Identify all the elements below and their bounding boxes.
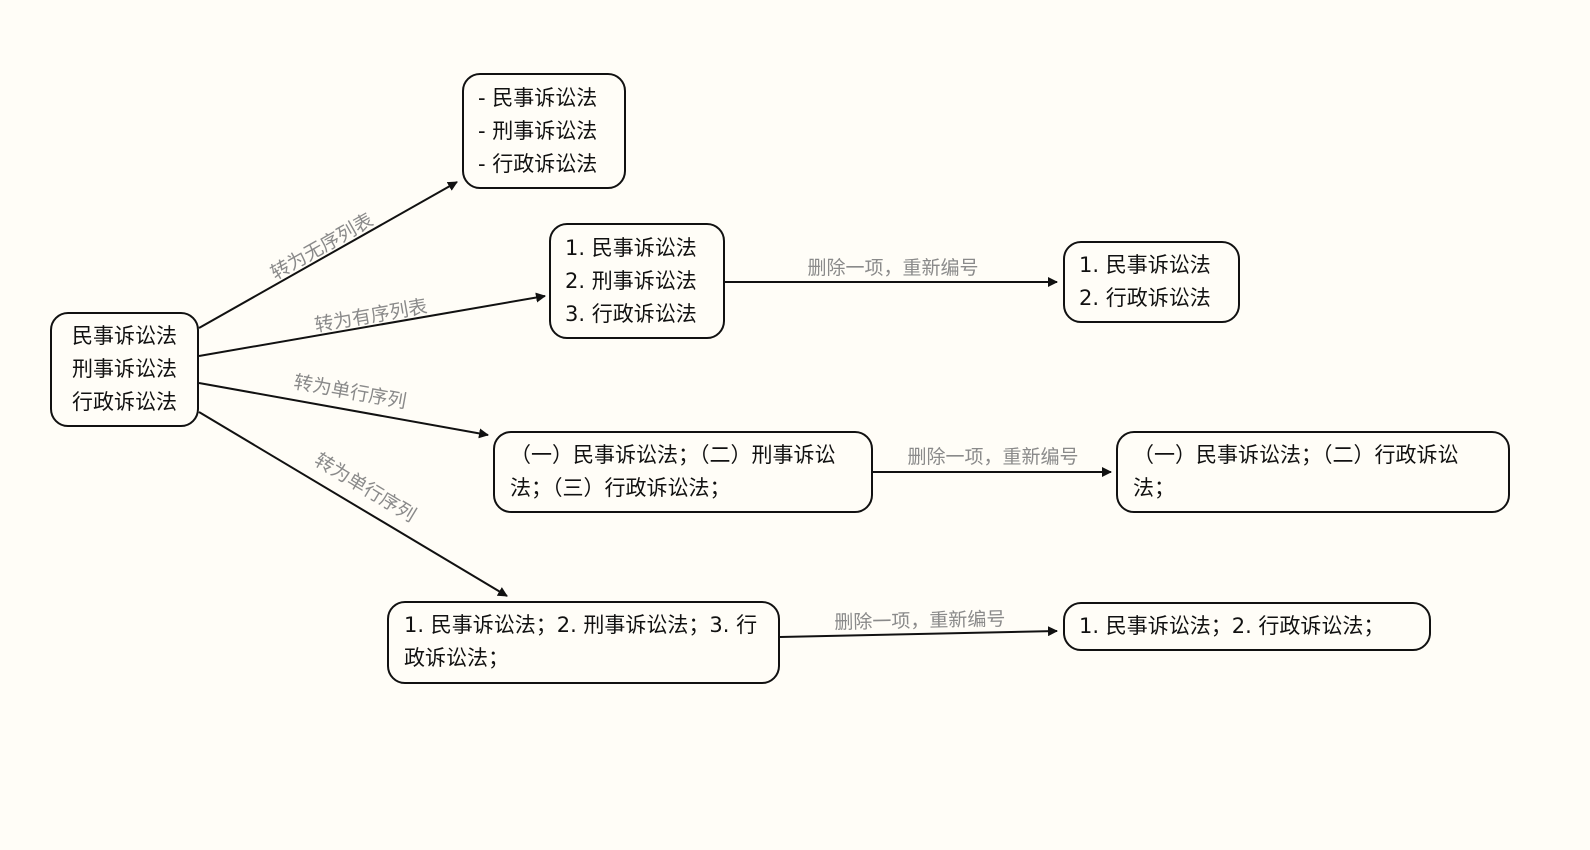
unordered-item-2: - 刑事诉讼法 [478, 118, 598, 143]
chinese-sequence-node: （一）民事诉讼法；（二）刑事诉讼法；（三）行政诉讼法； [493, 431, 873, 513]
chinese-sequence-renumbered-node: （一）民事诉讼法；（二）行政诉讼法； [1116, 431, 1510, 513]
chinese-sequence-text: （一）民事诉讼法；（二）刑事诉讼法；（三）行政诉讼法； [510, 443, 836, 500]
ordered-item-2: 2. 刑事诉讼法 [565, 268, 697, 293]
edge-to-ordered-arrow [198, 292, 546, 357]
edge-label-to-chinese-sequence: 转为单行序列 [292, 371, 408, 413]
edge-delete-renumber-3-arrow [779, 626, 1058, 638]
numeric-sequence-node: 1. 民事诉讼法；2. 刑事诉讼法；3. 行政诉讼法； [387, 601, 780, 684]
source-line-3: 行政诉讼法 [72, 390, 177, 414]
ordered-list-renumbered-node: 1. 民事诉讼法 2. 行政诉讼法 [1063, 241, 1240, 323]
renumbered-item-1: 1. 民事诉讼法 [1079, 253, 1211, 277]
edge-to-numeric-sequence-arrow [198, 411, 508, 597]
numeric-sequence-text: 1. 民事诉讼法；2. 刑事诉讼法；3. 行政诉讼法； [404, 613, 758, 670]
chinese-sequence-renumbered-text: （一）民事诉讼法；（二）行政诉讼法； [1133, 443, 1459, 500]
numeric-sequence-renumbered-text: 1. 民事诉讼法；2. 行政诉讼法； [1079, 614, 1385, 638]
edge-label-delete-renumber-1: 删除一项，重新编号 [807, 257, 978, 279]
numeric-sequence-renumbered-node: 1. 民事诉讼法；2. 行政诉讼法； [1063, 602, 1431, 651]
ordered-item-1: 1. 民事诉讼法 [565, 235, 697, 260]
source-line-1: 民事诉讼法 [72, 324, 177, 348]
renumbered-item-2: 2. 行政诉讼法 [1079, 286, 1211, 310]
ordered-list-node: 1. 民事诉讼法 2. 刑事诉讼法 3. 行政诉讼法 [549, 223, 725, 339]
source-node: 民事诉讼法 刑事诉讼法 行政诉讼法 [50, 312, 199, 427]
unordered-list-node: - 民事诉讼法 - 刑事诉讼法 - 行政诉讼法 [462, 73, 626, 189]
unordered-item-1: - 民事诉讼法 [478, 85, 598, 110]
edge-to-unordered-arrow [198, 181, 458, 329]
ordered-item-3: 3. 行政诉讼法 [565, 301, 697, 326]
edge-label-delete-renumber-2: 删除一项，重新编号 [907, 446, 1078, 468]
edge-label-to-ordered: 转为有序列表 [313, 296, 429, 337]
edge-label-delete-renumber-3: 删除一项，重新编号 [834, 608, 1005, 634]
edge-to-chinese-sequence-arrow [198, 382, 489, 439]
source-line-2: 刑事诉讼法 [72, 357, 177, 381]
unordered-item-3: - 行政诉讼法 [478, 151, 598, 176]
edge-label-to-unordered: 转为无序列表 [267, 209, 377, 284]
